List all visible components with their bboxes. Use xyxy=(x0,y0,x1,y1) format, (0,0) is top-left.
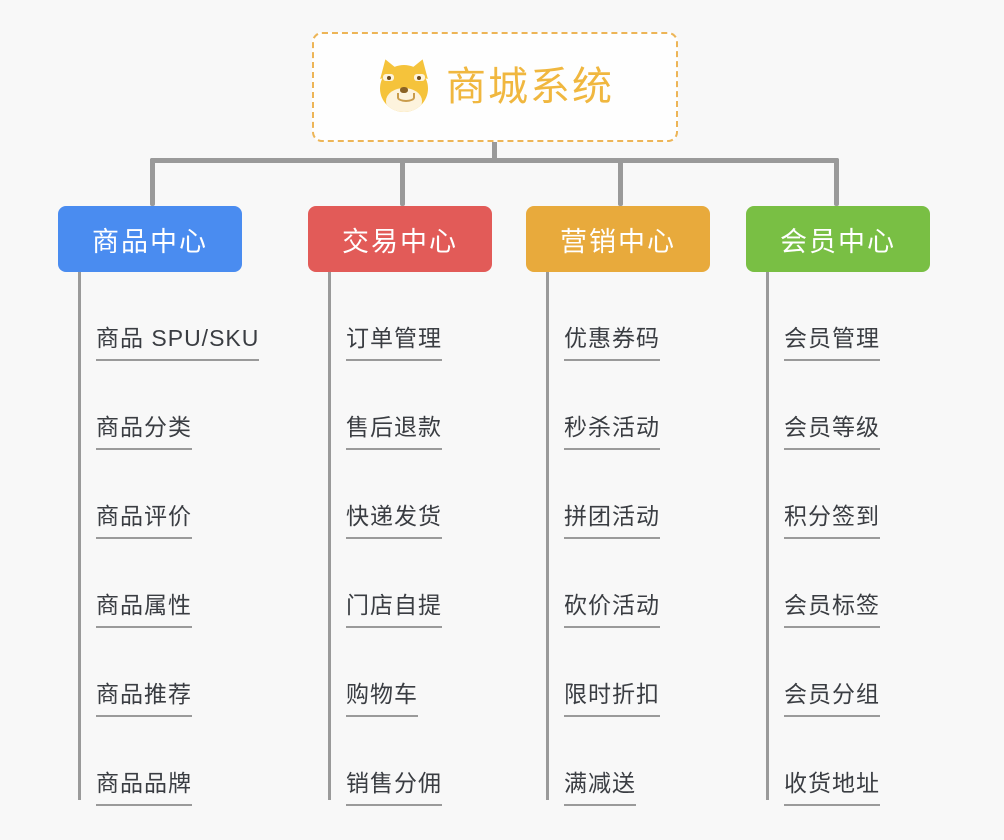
branch-header-label: 营销中心 xyxy=(560,226,676,257)
leaf-item-label: 订单管理 xyxy=(346,327,442,361)
branch-spine-member-center xyxy=(766,272,769,800)
branch-leaf-list: 优惠券码 秒杀活动 拼团活动 砍价活动 限时折扣 满减送 xyxy=(526,272,710,806)
branch-header-member-center[interactable]: 会员中心 xyxy=(746,206,930,272)
root-node-shopping-mall-system[interactable]: 商城系统 xyxy=(312,32,678,142)
leaf-item-trade-center-2[interactable]: 快递发货 xyxy=(308,450,492,539)
leaf-item-trade-center-5[interactable]: 销售分佣 xyxy=(308,717,492,806)
leaf-item-label: 满减送 xyxy=(564,772,636,806)
leaf-item-label: 收货地址 xyxy=(784,772,880,806)
connector-root-stem xyxy=(492,142,497,162)
leaf-item-product-center-5[interactable]: 商品品牌 xyxy=(58,717,242,806)
leaf-item-member-center-4[interactable]: 会员分组 xyxy=(746,628,930,717)
leaf-item-product-center-3[interactable]: 商品属性 xyxy=(58,539,242,628)
leaf-item-label: 商品评价 xyxy=(96,505,192,539)
branch-column-marketing-center: 营销中心 优惠券码 秒杀活动 拼团活动 砍价活动 限时折扣 满减送 xyxy=(526,206,710,806)
leaf-item-member-center-1[interactable]: 会员等级 xyxy=(746,361,930,450)
connector-drop-member-center xyxy=(834,158,839,206)
branch-leaf-list: 会员管理 会员等级 积分签到 会员标签 会员分组 收货地址 xyxy=(746,272,930,806)
leaf-item-label: 砍价活动 xyxy=(564,594,660,628)
branch-leaf-list: 订单管理 售后退款 快递发货 门店自提 购物车 销售分佣 xyxy=(308,272,492,806)
branch-spine-marketing-center xyxy=(546,272,549,800)
leaf-item-label: 门店自提 xyxy=(346,594,442,628)
leaf-item-label: 快递发货 xyxy=(346,505,442,539)
dog-face-icon xyxy=(374,56,434,115)
leaf-item-label: 售后退款 xyxy=(346,416,442,450)
leaf-item-label: 会员管理 xyxy=(784,327,880,361)
leaf-item-member-center-2[interactable]: 积分签到 xyxy=(746,450,930,539)
branch-spine-product-center xyxy=(78,272,81,800)
leaf-item-trade-center-1[interactable]: 售后退款 xyxy=(308,361,492,450)
leaf-item-label: 会员等级 xyxy=(784,416,880,450)
branch-header-trade-center[interactable]: 交易中心 xyxy=(308,206,492,272)
branch-column-product-center: 商品中心 商品 SPU/SKU 商品分类 商品评价 商品属性 商品推荐 商品品牌 xyxy=(58,206,260,806)
branch-header-product-center[interactable]: 商品中心 xyxy=(58,206,242,272)
leaf-item-marketing-center-4[interactable]: 限时折扣 xyxy=(526,628,710,717)
leaf-item-label: 商品品牌 xyxy=(96,772,192,806)
leaf-item-trade-center-4[interactable]: 购物车 xyxy=(308,628,492,717)
leaf-item-label: 商品分类 xyxy=(96,416,192,450)
branch-column-trade-center: 交易中心 订单管理 售后退款 快递发货 门店自提 购物车 销售分佣 xyxy=(308,206,492,806)
leaf-item-product-center-2[interactable]: 商品评价 xyxy=(58,450,242,539)
leaf-item-trade-center-0[interactable]: 订单管理 xyxy=(308,272,492,361)
leaf-item-label: 会员分组 xyxy=(784,683,880,717)
leaf-item-marketing-center-3[interactable]: 砍价活动 xyxy=(526,539,710,628)
dog-mouth-icon xyxy=(397,93,415,102)
leaf-item-member-center-3[interactable]: 会员标签 xyxy=(746,539,930,628)
leaf-item-product-center-4[interactable]: 商品推荐 xyxy=(58,628,242,717)
dog-pupil-right-icon xyxy=(417,76,421,80)
branch-header-label: 会员中心 xyxy=(780,226,896,257)
leaf-item-label: 商品属性 xyxy=(96,594,192,628)
branch-spine-trade-center xyxy=(328,272,331,800)
leaf-item-product-center-1[interactable]: 商品分类 xyxy=(58,361,242,450)
connector-drop-trade-center xyxy=(400,158,405,206)
root-node-title: 商城系统 xyxy=(446,65,614,109)
branch-column-member-center: 会员中心 会员管理 会员等级 积分签到 会员标签 会员分组 收货地址 xyxy=(746,206,930,806)
branch-header-label: 商品中心 xyxy=(92,226,208,257)
branch-leaf-list: 商品 SPU/SKU 商品分类 商品评价 商品属性 商品推荐 商品品牌 xyxy=(58,272,260,806)
leaf-item-label: 销售分佣 xyxy=(346,772,442,806)
leaf-item-marketing-center-0[interactable]: 优惠券码 xyxy=(526,272,710,361)
leaf-item-label: 商品推荐 xyxy=(96,683,192,717)
leaf-item-label: 商品 SPU/SKU xyxy=(96,327,260,361)
leaf-item-label: 会员标签 xyxy=(784,594,880,628)
leaf-item-product-center-0[interactable]: 商品 SPU/SKU xyxy=(58,272,260,361)
leaf-item-marketing-center-1[interactable]: 秒杀活动 xyxy=(526,361,710,450)
leaf-item-label: 优惠券码 xyxy=(564,327,660,361)
leaf-item-label: 购物车 xyxy=(346,683,418,717)
leaf-item-label: 限时折扣 xyxy=(564,683,660,717)
leaf-item-label: 秒杀活动 xyxy=(564,416,660,450)
leaf-item-member-center-0[interactable]: 会员管理 xyxy=(746,272,930,361)
branch-header-marketing-center[interactable]: 营销中心 xyxy=(526,206,710,272)
leaf-item-member-center-5[interactable]: 收货地址 xyxy=(746,717,930,806)
connector-drop-product-center xyxy=(150,158,155,206)
dog-nose-icon xyxy=(400,87,408,93)
leaf-item-label: 拼团活动 xyxy=(564,505,660,539)
leaf-item-marketing-center-2[interactable]: 拼团活动 xyxy=(526,450,710,539)
branch-header-label: 交易中心 xyxy=(342,226,458,257)
leaf-item-marketing-center-5[interactable]: 满减送 xyxy=(526,717,710,806)
leaf-item-trade-center-3[interactable]: 门店自提 xyxy=(308,539,492,628)
connector-horizontal-bus xyxy=(150,158,839,163)
dog-pupil-left-icon xyxy=(387,76,391,80)
leaf-item-label: 积分签到 xyxy=(784,505,880,539)
connector-drop-marketing-center xyxy=(618,158,623,206)
